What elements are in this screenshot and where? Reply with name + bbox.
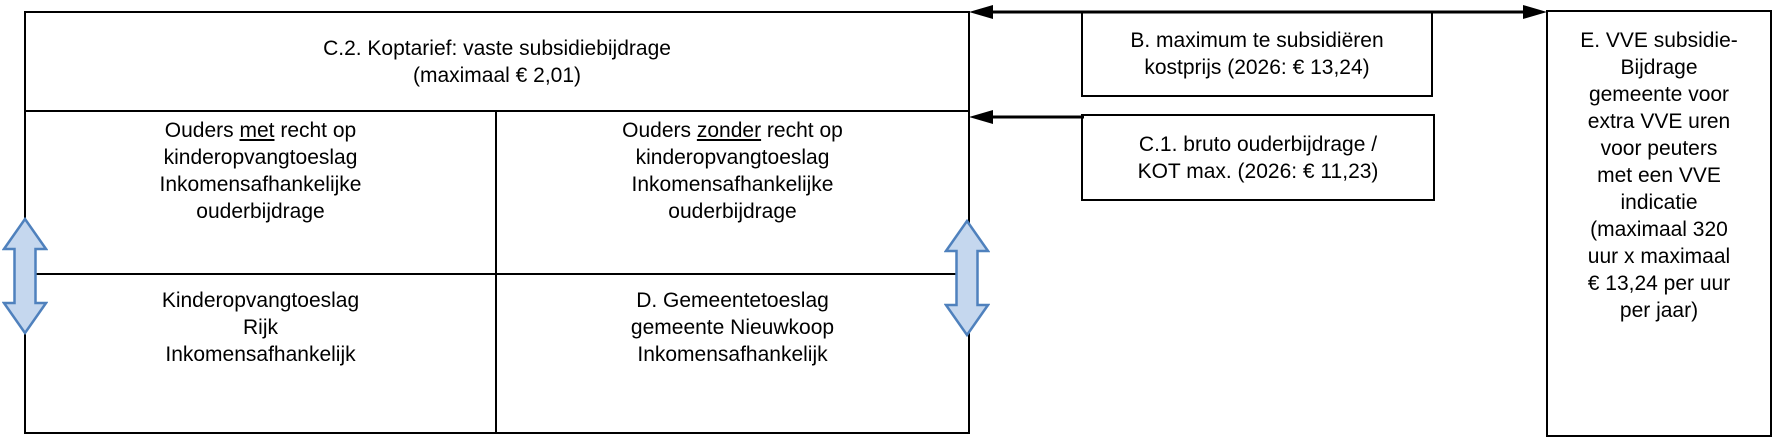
vertical-double-arrow-right-icon [944,219,990,337]
header-koptarief-line2: (maximaal € 2,01) [412,63,582,87]
cell-gemeentetoeslag-line3: Inkomensafhankelijk [637,343,828,366]
cell-parents-without-kot-line4: ouderbijdrage [668,200,797,223]
box-bruto-ouderbijdrage-line2: KOT max. (2026: € 11,23) [1137,159,1379,183]
cell-parents-with-kot-line3: Inkomensafhankelijke [159,173,362,196]
cell-gemeentetoeslag-line1: D. Gemeentetoeslag [636,289,829,312]
box-vve-subsidie: E. VVE subsidie- Bijdrage gemeente voor … [1546,10,1772,437]
box-bruto-ouderbijdrage: C.1. bruto ouderbijdrage / KOT max. (202… [1081,114,1435,201]
box-vve-line: Bijdrage [1620,56,1698,79]
text-segment: Ouders [622,119,697,142]
cell-kot-rijk-line3: Inkomensafhankelijk [165,343,356,366]
box-max-kostprijs-line1: B. maximum te subsidiëren [1130,29,1384,52]
box-vve-line: voor peuters [1600,137,1718,160]
cell-parents-without-kot-line1: Ouders zonder recht op [497,117,968,144]
arrow-left-icon [969,110,1084,124]
box-vve-line: E. VVE subsidie- [1580,29,1738,52]
cell-parents-with-kot-line4: ouderbijdrage [196,200,325,223]
box-vve-line: indicatie [1620,191,1698,214]
box-vve-line: € 13,24 per uur [1587,272,1731,295]
cell-kot-rijk-line1: Kinderopvangtoeslag [161,289,360,312]
cell-parents-with-kot-line2: kinderopvangtoeslag [163,146,358,169]
box-vve-line: uur x maximaal [1587,245,1731,268]
box-vve-line: extra VVE uren [1587,110,1731,133]
text-segment: recht op [761,119,843,142]
cell-kot-rijk: Kinderopvangtoeslag Rijk Inkomensafhanke… [26,275,497,432]
cell-kot-rijk-line2: Rijk [243,316,278,339]
text-segment: Ouders [164,119,240,142]
box-vve-line: (maximaal 320 [1590,218,1728,241]
box-vve-line: per jaar) [1619,299,1699,322]
main-subsidy-table: C.2. Koptarief: vaste subsidiebijdrage (… [24,11,970,434]
underlined-word: zonder [696,119,762,142]
vertical-double-arrow-left-icon [2,217,48,335]
box-vve-line: met een VVE [1597,164,1721,187]
header-koptarief: C.2. Koptarief: vaste subsidiebijdrage (… [26,13,968,112]
header-koptarief-line1: C.2. Koptarief: vaste subsidiebijdrage [323,36,671,60]
box-max-kostprijs-line2: kostprijs (2026: € 13,24) [1144,56,1370,79]
underlined-word: met [239,119,275,142]
box-vve-line: gemeente voor [1588,83,1730,106]
box-max-kostprijs: B. maximum te subsidiëren kostprijs (202… [1081,11,1433,97]
cell-parents-without-kot: Ouders zonder recht op kinderopvangtoesl… [497,112,968,275]
cell-parents-without-kot-line2: kinderopvangtoeslag [635,146,830,169]
double-arrow-horizontal-icon [969,5,1547,19]
cell-parents-with-kot: Ouders met recht op kinderopvangtoeslag … [26,112,497,275]
cell-gemeentetoeslag: D. Gemeentetoeslag gemeente Nieuwkoop In… [497,275,968,432]
cell-gemeentetoeslag-line2: gemeente Nieuwkoop [630,316,835,339]
box-bruto-ouderbijdrage-line1: C.1. bruto ouderbijdrage / [1138,132,1378,156]
cell-parents-with-kot-line1: Ouders met recht op [26,117,495,144]
text-segment: recht op [274,119,357,142]
cell-parents-without-kot-line3: Inkomensafhankelijke [631,173,834,196]
